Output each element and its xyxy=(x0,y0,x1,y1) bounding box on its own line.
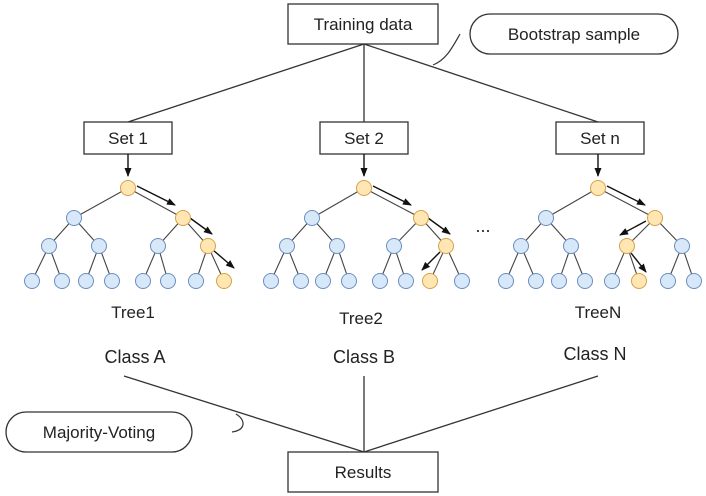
training-data-label: Training data xyxy=(314,15,413,34)
tree-2-edges xyxy=(270,187,463,282)
tree-1 xyxy=(24,180,235,289)
tree-n-decision-path-nodes xyxy=(590,180,663,289)
set-to-tree-arrows xyxy=(124,154,602,177)
bootstrap-callout-tail xyxy=(432,33,461,66)
class-n-label: Class N xyxy=(563,344,626,364)
training-data-box: Training data xyxy=(287,3,439,45)
tree-n xyxy=(498,180,702,289)
tree-n-path-arrows xyxy=(606,185,647,273)
connector-to-set-n xyxy=(363,43,599,123)
tree-1-edges xyxy=(31,187,225,282)
bootstrap-callout-label: Bootstrap sample xyxy=(508,25,640,44)
tree-n-edges xyxy=(505,187,695,282)
tree-1-label: Tree1 xyxy=(111,303,155,322)
tree-n-label: TreeN xyxy=(575,303,622,322)
majority-voting-label: Majority-Voting xyxy=(43,423,155,442)
tree-2-label: Tree2 xyxy=(339,309,383,328)
majority-voting-callout-tail xyxy=(231,413,244,433)
tree-2-decision-path-nodes xyxy=(356,180,454,289)
top-connectors xyxy=(127,43,599,123)
set-n-label: Set n xyxy=(580,129,620,148)
bottom-connectors xyxy=(123,375,599,453)
tree-1-decision-path-nodes xyxy=(120,180,232,289)
majority-voting-callout: Majority-Voting xyxy=(5,411,244,453)
tree-2-path-arrows xyxy=(372,185,451,271)
connector-to-set-1 xyxy=(127,43,365,123)
tree-2-nodes xyxy=(263,210,470,289)
set-box-n: Set n xyxy=(555,121,645,155)
results-label: Results xyxy=(335,463,392,482)
connector-class-n-to-results xyxy=(363,375,599,453)
class-b-label: Class B xyxy=(333,347,395,367)
tree-1-nodes xyxy=(24,210,204,289)
set-box-2: Set 2 xyxy=(319,121,409,155)
more-trees-ellipsis: ... xyxy=(475,216,490,236)
tree-n-nodes xyxy=(498,210,702,289)
set-2-label: Set 2 xyxy=(344,129,384,148)
connector-class-a-to-results xyxy=(123,375,365,453)
set-1-label: Set 1 xyxy=(108,129,148,148)
class-a-label: Class A xyxy=(104,347,165,367)
bootstrap-callout: Bootstrap sample xyxy=(432,13,679,66)
results-box: Results xyxy=(287,451,439,493)
set-box-1: Set 1 xyxy=(83,121,173,155)
tree-1-path-arrows xyxy=(136,185,235,269)
tree-2 xyxy=(263,180,470,289)
